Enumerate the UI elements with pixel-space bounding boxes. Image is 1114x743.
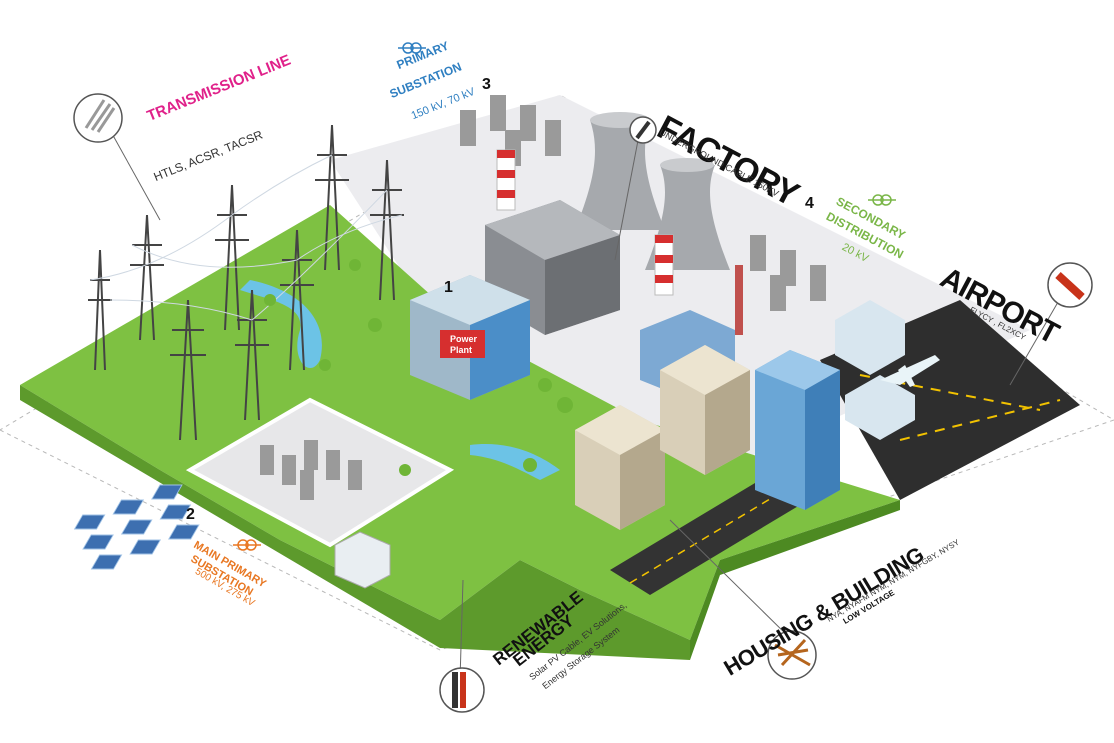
chimneys [496,149,743,335]
power-lines [89,154,403,321]
power-plant-sign-line1: Power [450,334,478,344]
marker-1: 1 [444,279,453,296]
cable-callout-factory [629,116,657,144]
office-building-middle [660,345,750,475]
river [240,280,322,369]
substation-icon-primary [398,42,426,54]
power-plant-sign-line2: Plant [450,345,472,355]
storage-building [334,531,391,589]
office-building-left [575,405,665,530]
glass-tower [755,350,840,510]
airplane [880,355,940,387]
primary-substation-equipment [460,95,561,166]
cable-callout-housing [767,630,817,680]
marker-3: 3 [482,76,491,93]
cable-callout-airport [1047,262,1093,308]
substation-icon-main [233,539,261,551]
solar-panels [73,484,200,570]
marker-2: 2 [186,506,195,523]
secondary-distribution-equipment [750,235,826,311]
substation-icon-secondary [868,194,896,206]
cable-callout-transmission [73,93,123,143]
callout-lines [109,129,1066,681]
trees [264,259,573,476]
power-plant-building [410,275,530,400]
main-substation-pad [185,397,455,548]
main-substation-equipment [260,440,362,500]
cable-callout-renewable [439,667,485,713]
marker-4: 4 [805,195,814,212]
airport-terminal [835,300,915,440]
